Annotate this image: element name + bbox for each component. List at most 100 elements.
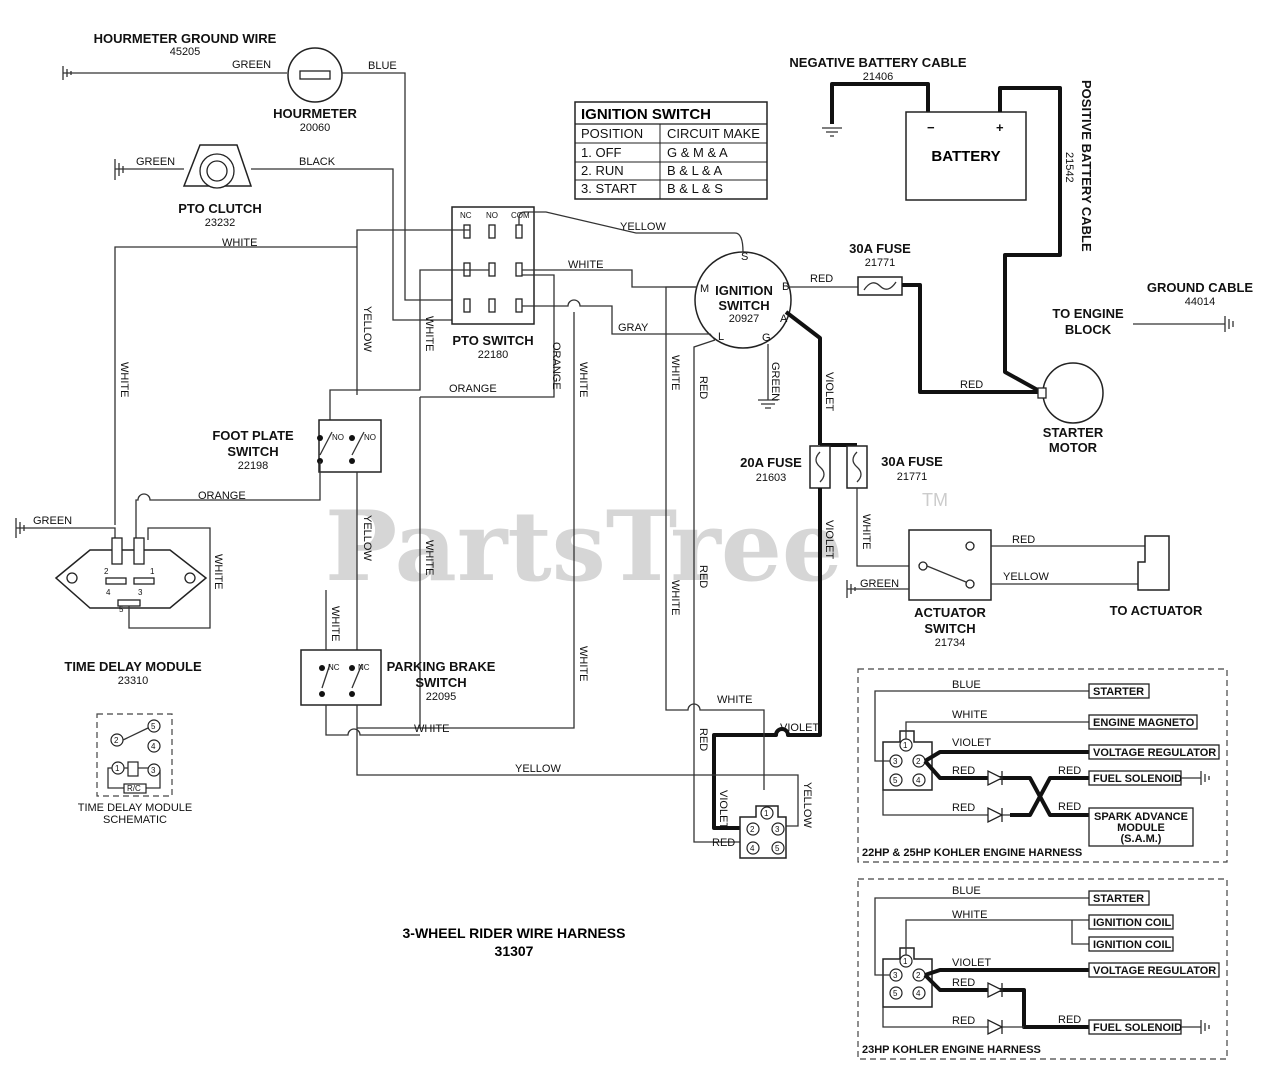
table-cell: 1. OFF [581, 145, 622, 160]
harness-tag: ENGINE MAGNETO [1093, 717, 1195, 729]
wire-label-green: GREEN [136, 156, 175, 168]
connector-pin: 5 [775, 844, 780, 853]
parking-brake-switch[interactable] [300, 649, 382, 706]
harness-tag: IGNITION COIL [1093, 917, 1172, 929]
negative-battery-cable-label: NEGATIVE BATTERY CABLE [789, 55, 967, 70]
harness-wire-label: WHITE [952, 909, 987, 921]
harness-wire-label: RED [1058, 1014, 1081, 1026]
watermark: PartsTree [325, 490, 843, 603]
wire-label-violet: VIOLET [823, 372, 835, 411]
wire-label-green: GREEN [769, 362, 781, 401]
tdm-terminal: 4 [106, 588, 111, 597]
pto-clutch-number: 23232 [205, 217, 236, 229]
harness-tag: SPARK ADVANCE [1094, 811, 1188, 823]
pto-switch-number: 22180 [478, 349, 509, 361]
wire-label-yellow: YELLOW [1003, 571, 1049, 583]
wire-label-white: WHITE [414, 723, 449, 735]
connector-pin: 1 [764, 809, 769, 818]
actuator-connector[interactable] [1137, 535, 1170, 591]
wire-label-white: WHITE [329, 606, 341, 641]
harness-wire-label: RED [1058, 801, 1081, 813]
table-header: POSITION [581, 126, 643, 141]
hourmeter-ground-wire-number: 45205 [170, 46, 201, 58]
connector-pin: 1 [903, 957, 908, 966]
fuse-30a-mid-label: 30A FUSE [881, 454, 943, 469]
tag-voltage-regulator [1088, 744, 1220, 760]
tag-starter [1088, 890, 1150, 906]
time-delay-module-number: 23310 [118, 675, 149, 687]
parking-brake-switch-label: PARKING BRAKE [387, 659, 496, 674]
pto-clutch-label: PTO CLUTCH [178, 201, 262, 216]
wire-label-red: RED [960, 379, 983, 391]
wire-label-red: RED [810, 273, 833, 285]
harness-23-caption: 23HP KOHLER ENGINE HARNESS [862, 1044, 1041, 1056]
tag-voltage-regulator [1088, 962, 1220, 978]
wire-label-yellow: YELLOW [515, 763, 561, 775]
starter-motor-label: MOTOR [1049, 440, 1098, 455]
battery-label: BATTERY [931, 148, 1000, 165]
battery-minus: − [927, 120, 935, 135]
wire-label-orange: ORANGE [198, 490, 246, 502]
negative-battery-cable-number: 21406 [863, 71, 894, 83]
foot-plate-switch-label: SWITCH [227, 444, 278, 459]
starter-motor[interactable] [1042, 362, 1104, 424]
battery[interactable] [905, 111, 1027, 201]
hourmeter-ground-wire-label: HOURMETER GROUND WIRE [94, 31, 277, 46]
wire-label-white: WHITE [222, 237, 257, 249]
hourmeter-label: HOURMETER [273, 106, 357, 121]
table-cell: B & L & S [667, 181, 723, 196]
wire-label-white: WHITE [860, 514, 872, 549]
tag-spark-advance-module [1088, 807, 1194, 847]
positive-battery-cable-number: 21542 [1063, 152, 1075, 183]
ignition-terminal: A [780, 313, 788, 325]
harness-wire-label: RED [952, 802, 975, 814]
to-actuator-label: TO ACTUATOR [1110, 603, 1203, 618]
tdm-rc: R/C [127, 784, 141, 793]
harness-wire-label: RED [1058, 765, 1081, 777]
wire-label-white: WHITE [717, 694, 752, 706]
harness-tag: IGNITION COIL [1093, 939, 1172, 951]
connector-pin: 3 [775, 825, 780, 834]
table-cell: 2. RUN [581, 163, 624, 178]
wire-label-violet: VIOLET [823, 520, 835, 559]
harness-tag: MODULE [1117, 822, 1165, 834]
pto-switch-label: PTO SWITCH [452, 333, 533, 348]
tdm-schematic-label: TIME DELAY MODULE [78, 802, 193, 814]
switch-contact-no: NO [332, 433, 344, 442]
ignition-switch-label: SWITCH [718, 298, 769, 313]
table-header: CIRCUIT MAKE [667, 126, 760, 141]
harness-wire-label: WHITE [952, 709, 987, 721]
tag-engine-magneto [1088, 714, 1198, 730]
ignition-switch-label: IGNITION [715, 283, 773, 298]
fuse-30a-label: 30A FUSE [849, 241, 911, 256]
ground-cable-label: GROUND CABLE [1147, 280, 1253, 295]
fuse-20a-number: 21603 [756, 472, 787, 484]
wire-label-green: GREEN [232, 59, 271, 71]
ignition-terminal: M [700, 283, 709, 295]
tdm-terminal: 1 [150, 567, 155, 576]
tdm-pin: 5 [151, 722, 156, 731]
time-delay-module[interactable] [54, 549, 208, 609]
wire-label-white: WHITE [577, 362, 589, 397]
wire-label-white: WHITE [669, 355, 681, 390]
connector-pin: 4 [916, 989, 921, 998]
tdm-pin: 3 [151, 766, 156, 775]
table-title: IGNITION SWITCH [581, 106, 711, 123]
starter-motor-label: STARTER [1043, 425, 1104, 440]
connector-pin: 2 [916, 757, 921, 766]
wire-label-red: RED [697, 565, 709, 588]
hourmeter-number: 20060 [300, 122, 331, 134]
time-delay-module-label: TIME DELAY MODULE [64, 659, 202, 674]
foot-plate-switch[interactable] [318, 419, 382, 473]
hourmeter-display [299, 70, 331, 80]
wire-label-black: BLACK [299, 156, 336, 168]
connector-pin: 5 [893, 776, 898, 785]
wire-label-gray: GRAY [618, 322, 649, 334]
pto-switch-terminal: NO [486, 211, 498, 220]
diagram-number: 31307 [495, 943, 534, 959]
pto-switch-terminal: COM [511, 211, 530, 220]
harness-wire-label: VIOLET [952, 737, 991, 749]
wire-label-red: RED [697, 728, 709, 751]
switch-contact-nc: NC [328, 663, 340, 672]
